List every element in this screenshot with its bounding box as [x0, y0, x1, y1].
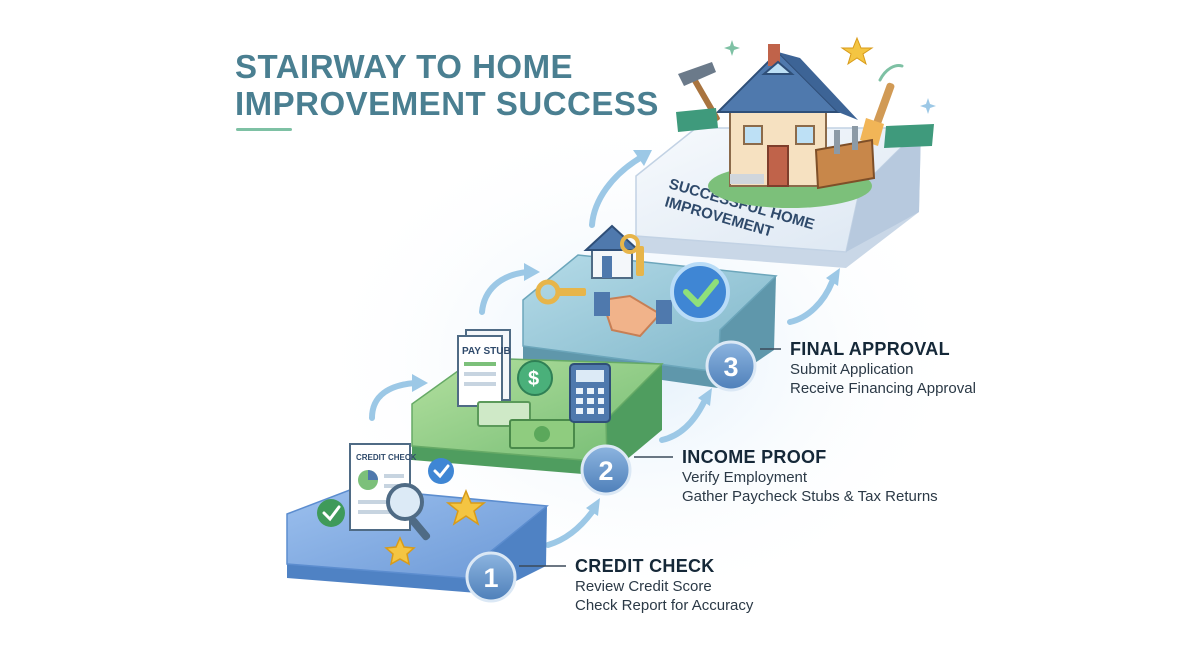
star-icon [840, 36, 874, 66]
arrow-right-2 [659, 399, 707, 443]
banner-ribbon [676, 108, 934, 148]
check-circle-icon [317, 499, 345, 527]
sparkle-icon-2 [920, 98, 936, 114]
arrow-head-4 [586, 498, 600, 516]
title-underline [236, 128, 292, 131]
credit-report-label: CREDIT CHECK [356, 453, 417, 462]
key-icon [535, 279, 586, 305]
step-3-heading: FINAL APPROVAL [790, 339, 950, 359]
calculator-icon [569, 363, 611, 423]
step-1-item: Check Report for Accuracy [575, 597, 754, 614]
arrow-right-3 [787, 279, 835, 325]
star-icon-2 [445, 489, 487, 526]
svg-text:$: $ [528, 368, 539, 390]
arrow-head-3 [633, 150, 652, 166]
pay-stub-icon: PAY STUB [457, 329, 511, 407]
arrow-up-2 [479, 269, 530, 315]
step-1-number: 1 [483, 563, 498, 593]
star-icon-3 [384, 536, 416, 566]
dollar-coin-icon: $ [517, 360, 553, 396]
sparkle-icon [724, 40, 740, 56]
paintbrush-icon [860, 82, 895, 146]
toolbelt-icon [814, 126, 876, 190]
page-title: STAIRWAY TO HOME IMPROVEMENT SUCCESS [235, 48, 659, 122]
step-3-item: Receive Financing Approval [790, 380, 976, 397]
check-circle-icon-2 [428, 458, 454, 484]
step-3-item: Submit Application [790, 361, 914, 378]
step-3-badge: 3 [705, 340, 757, 392]
arrow-head-5 [698, 388, 712, 406]
magnifier-icon [386, 483, 431, 541]
pay-stub-label: PAY STUB [462, 346, 511, 357]
step-2-number: 2 [598, 456, 613, 486]
step-2-badge: 2 [580, 444, 632, 496]
step-2-item: Gather Paycheck Stubs & Tax Returns [682, 488, 938, 505]
arrow-head-2 [524, 263, 540, 281]
ascending-arrows [369, 155, 835, 548]
step-1-item: Review Credit Score [575, 578, 712, 595]
arrow-up-3 [589, 155, 643, 228]
swirl-icon [878, 64, 904, 82]
step-3-text: FINAL APPROVAL Submit Application Receiv… [790, 338, 976, 398]
title-line-1: STAIRWAY TO HOME [235, 48, 574, 85]
step-2-heading: INCOME PROOF [682, 447, 827, 467]
step-1-badge: 1 [465, 551, 517, 603]
sparkle-decorations [724, 36, 936, 114]
arrow-right-1 [545, 509, 595, 548]
cash-stack-icon [477, 401, 575, 449]
arrow-head-1 [412, 374, 428, 392]
arrow-up-1 [369, 380, 418, 421]
step-1-heading: CREDIT CHECK [575, 556, 715, 576]
step-2-item: Verify Employment [682, 469, 808, 486]
step-3-number: 3 [723, 352, 738, 382]
step-1-text: CREDIT CHECK Review Credit Score Check R… [575, 555, 753, 615]
step-2-text: INCOME PROOF Verify Employment Gather Pa… [682, 446, 938, 506]
handshake-icon [594, 292, 672, 338]
arrow-head-6 [826, 268, 840, 286]
checkmark-icon [670, 262, 730, 322]
house-key-icon [583, 224, 644, 279]
